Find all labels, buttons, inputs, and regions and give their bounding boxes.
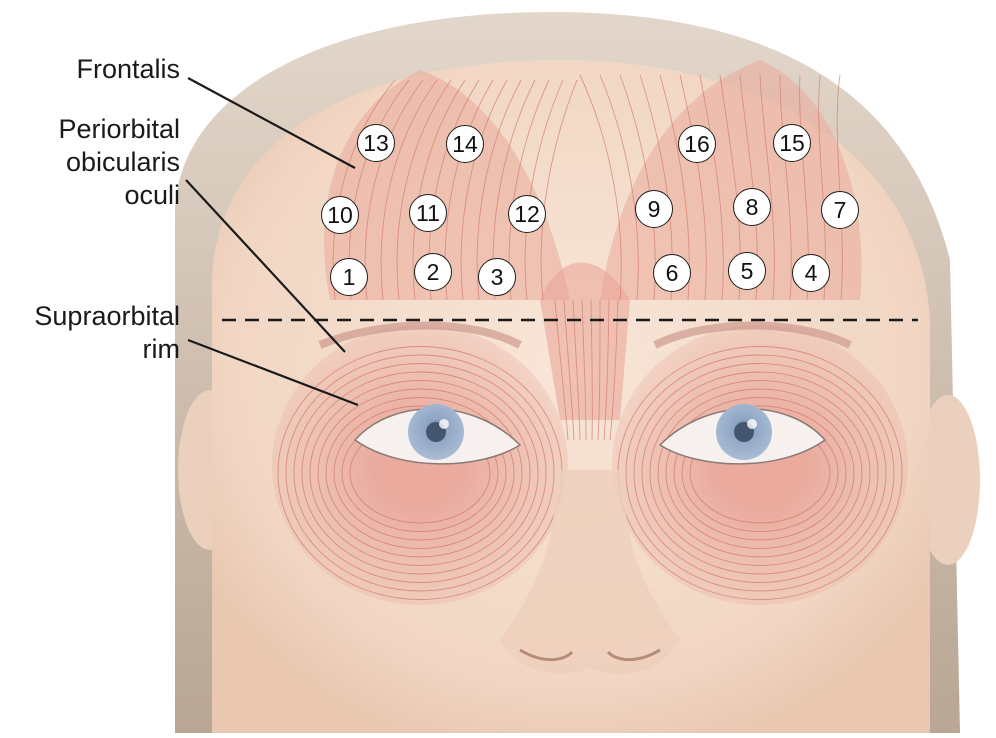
orbicularis-label-line-3: oculi (124, 180, 180, 210)
frontalis-leader (187, 77, 356, 169)
injection-site-15: 15 (773, 124, 811, 162)
injection-site-4: 4 (792, 254, 830, 292)
rim-label-line-2: rim (142, 334, 180, 364)
left-eye (353, 404, 522, 465)
injection-site-2: 2 (414, 253, 452, 291)
supraorbital-rim-label: Supraorbital rim (34, 300, 180, 366)
right-brow (653, 321, 852, 349)
injection-site-5: 5 (728, 252, 766, 290)
injection-site-14: 14 (446, 125, 484, 163)
injection-site-3: 3 (478, 258, 516, 296)
orbicularis-label-line-1: Periorbital (58, 114, 180, 144)
nose (500, 470, 680, 674)
orbicularis-label-line-2: obicularis (65, 147, 180, 177)
injection-site-8: 8 (733, 188, 771, 226)
injection-site-10: 10 (321, 196, 359, 234)
injection-site-12: 12 (508, 195, 546, 233)
right-ear (916, 395, 980, 565)
orbicularis-oculi-muscles (272, 325, 908, 605)
rim-leader (187, 338, 359, 407)
injection-site-1: 1 (330, 258, 368, 296)
frontalis-label: Frontalis (76, 53, 180, 86)
frontalis-label-line: Frontalis (76, 54, 180, 84)
injection-site-7: 7 (821, 191, 859, 229)
orbicularis-leader (185, 179, 346, 353)
injection-site-6: 6 (653, 254, 691, 292)
injection-site-9: 9 (635, 190, 673, 228)
orbicularis-label: Periorbital obicularis oculi (58, 113, 180, 212)
injection-site-13: 13 (357, 124, 395, 162)
orbicularis-fibers (277, 346, 903, 600)
rim-label-line-1: Supraorbital (34, 301, 180, 331)
left-brow (318, 321, 522, 349)
injection-site-11: 11 (409, 194, 447, 232)
right-eye (658, 404, 827, 465)
injection-site-16: 16 (678, 125, 716, 163)
